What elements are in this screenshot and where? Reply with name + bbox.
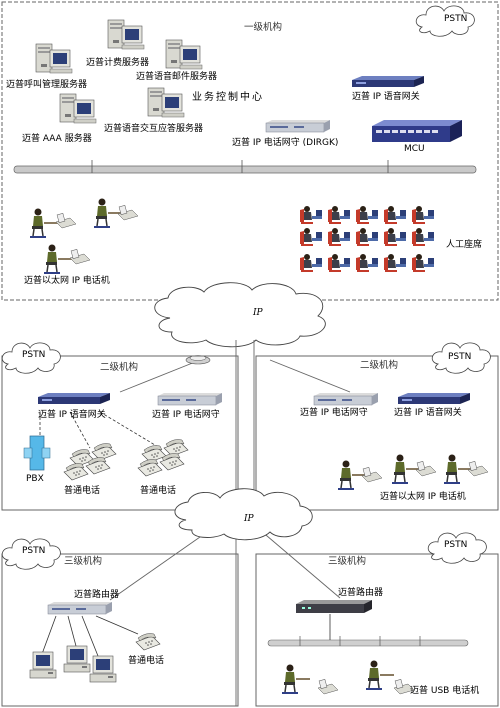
- ip-cloud-top: [154, 282, 326, 348]
- billing-server-label: 迈普计费服务器: [86, 58, 150, 68]
- router-label: 迈普路由器: [338, 588, 384, 598]
- desk-phones-1: [63, 443, 117, 481]
- ip-phones-label: 迈普以太网 IP 电话机: [380, 492, 466, 502]
- center-label: 业务控制中心: [192, 92, 264, 103]
- backbone-bus: [13, 160, 477, 174]
- mcu-device: [372, 120, 462, 142]
- gatekeeper-label: 迈普 IP 电话网守: [300, 408, 368, 418]
- tier3-left-box: [1, 553, 239, 707]
- phone-label: 普通电话: [128, 656, 165, 666]
- pstn-label: PSTN: [22, 546, 46, 556]
- tier3-left-label: 三级机构: [64, 556, 103, 567]
- pstn-label: PSTN: [444, 14, 468, 24]
- ip-voice-gateway-label: 迈普 IP 语音网关: [352, 92, 420, 102]
- ip-cloud-bottom: [174, 488, 313, 541]
- voicemail-server: [165, 39, 203, 70]
- pstn-label: PSTN: [22, 350, 46, 360]
- call-mgmt-server: [35, 43, 73, 74]
- phone-label-2: 普通电话: [140, 486, 177, 496]
- gatekeeper-label: 迈普 IP 电话网守: [152, 410, 220, 420]
- gatekeeper-tier1: [265, 119, 331, 133]
- agents-group: [300, 206, 434, 272]
- tier3-right-box: [255, 553, 499, 707]
- ip-phones-tier2-right: [337, 453, 489, 491]
- billing-server: [107, 19, 145, 50]
- tier3-left-links: [41, 615, 139, 657]
- ip-phones-tier1: [29, 197, 139, 275]
- gatekeeper-tier2-right: [313, 392, 379, 406]
- gatekeeper-tier2-left: [157, 392, 223, 406]
- ip-cloud-bottom-label: IP: [244, 514, 254, 524]
- pbx-label: PBX: [26, 474, 44, 484]
- trunk-lines: [109, 340, 351, 706]
- ip-cloud-top-label: IP: [253, 308, 263, 318]
- usb-phones-group: [281, 659, 415, 695]
- ip-phones-label: 迈普以太网 IP 电话机: [24, 276, 110, 286]
- router-tier3-right: [296, 600, 372, 613]
- pc-2: [63, 645, 91, 673]
- pstn-label: PSTN: [448, 352, 472, 362]
- call-mgmt-server-label: 迈普呼叫管理服务器: [6, 80, 88, 90]
- gatekeeper-label: 迈普 IP 电话网守 (DIRGK): [232, 138, 339, 148]
- agents-label: 人工座席: [446, 240, 483, 250]
- voice-gateway-label: 迈普 IP 语音网关: [394, 408, 462, 418]
- ip-voice-gateway-tier2-right: [398, 393, 470, 404]
- tier2-right-box: [255, 355, 499, 511]
- desk-phones-2: [137, 439, 189, 477]
- tier2-left-box: [1, 355, 239, 511]
- tier1-label: 一级机构: [244, 22, 283, 33]
- tier2-left-label: 二级机构: [100, 362, 139, 373]
- usb-phones-label: 迈普 USB 电话机: [410, 686, 480, 696]
- tier2-right-label: 二级机构: [360, 360, 399, 371]
- router-tier3-left: [47, 601, 113, 615]
- phone-label-1: 普通电话: [64, 486, 101, 496]
- aaa-server: [59, 93, 97, 124]
- voice-gateway-label: 迈普 IP 语音网关: [38, 410, 106, 420]
- ivr-server-label: 迈普语音交互应答服务器: [104, 124, 204, 134]
- ivr-server: [147, 87, 185, 118]
- tier3-right-label: 三级机构: [328, 556, 367, 567]
- voicemail-server-label: 迈普语音邮件服务器: [136, 72, 218, 82]
- pc-1: [29, 651, 57, 679]
- pc-3: [89, 655, 117, 683]
- pstn-label: PSTN: [444, 540, 468, 550]
- mcu-label: MCU: [404, 144, 425, 154]
- router-label: 迈普路由器: [74, 590, 120, 600]
- desk-phone-tier3: [135, 633, 161, 651]
- pbx-device: [23, 435, 51, 471]
- tier3-right-bus: [267, 614, 469, 647]
- ip-voice-gateway-tier2-left: [38, 393, 110, 404]
- ip-voice-gateway-tier1: [352, 76, 424, 87]
- phone-links: [39, 411, 161, 449]
- aaa-server-label: 迈普 AAA 服务器: [22, 134, 92, 144]
